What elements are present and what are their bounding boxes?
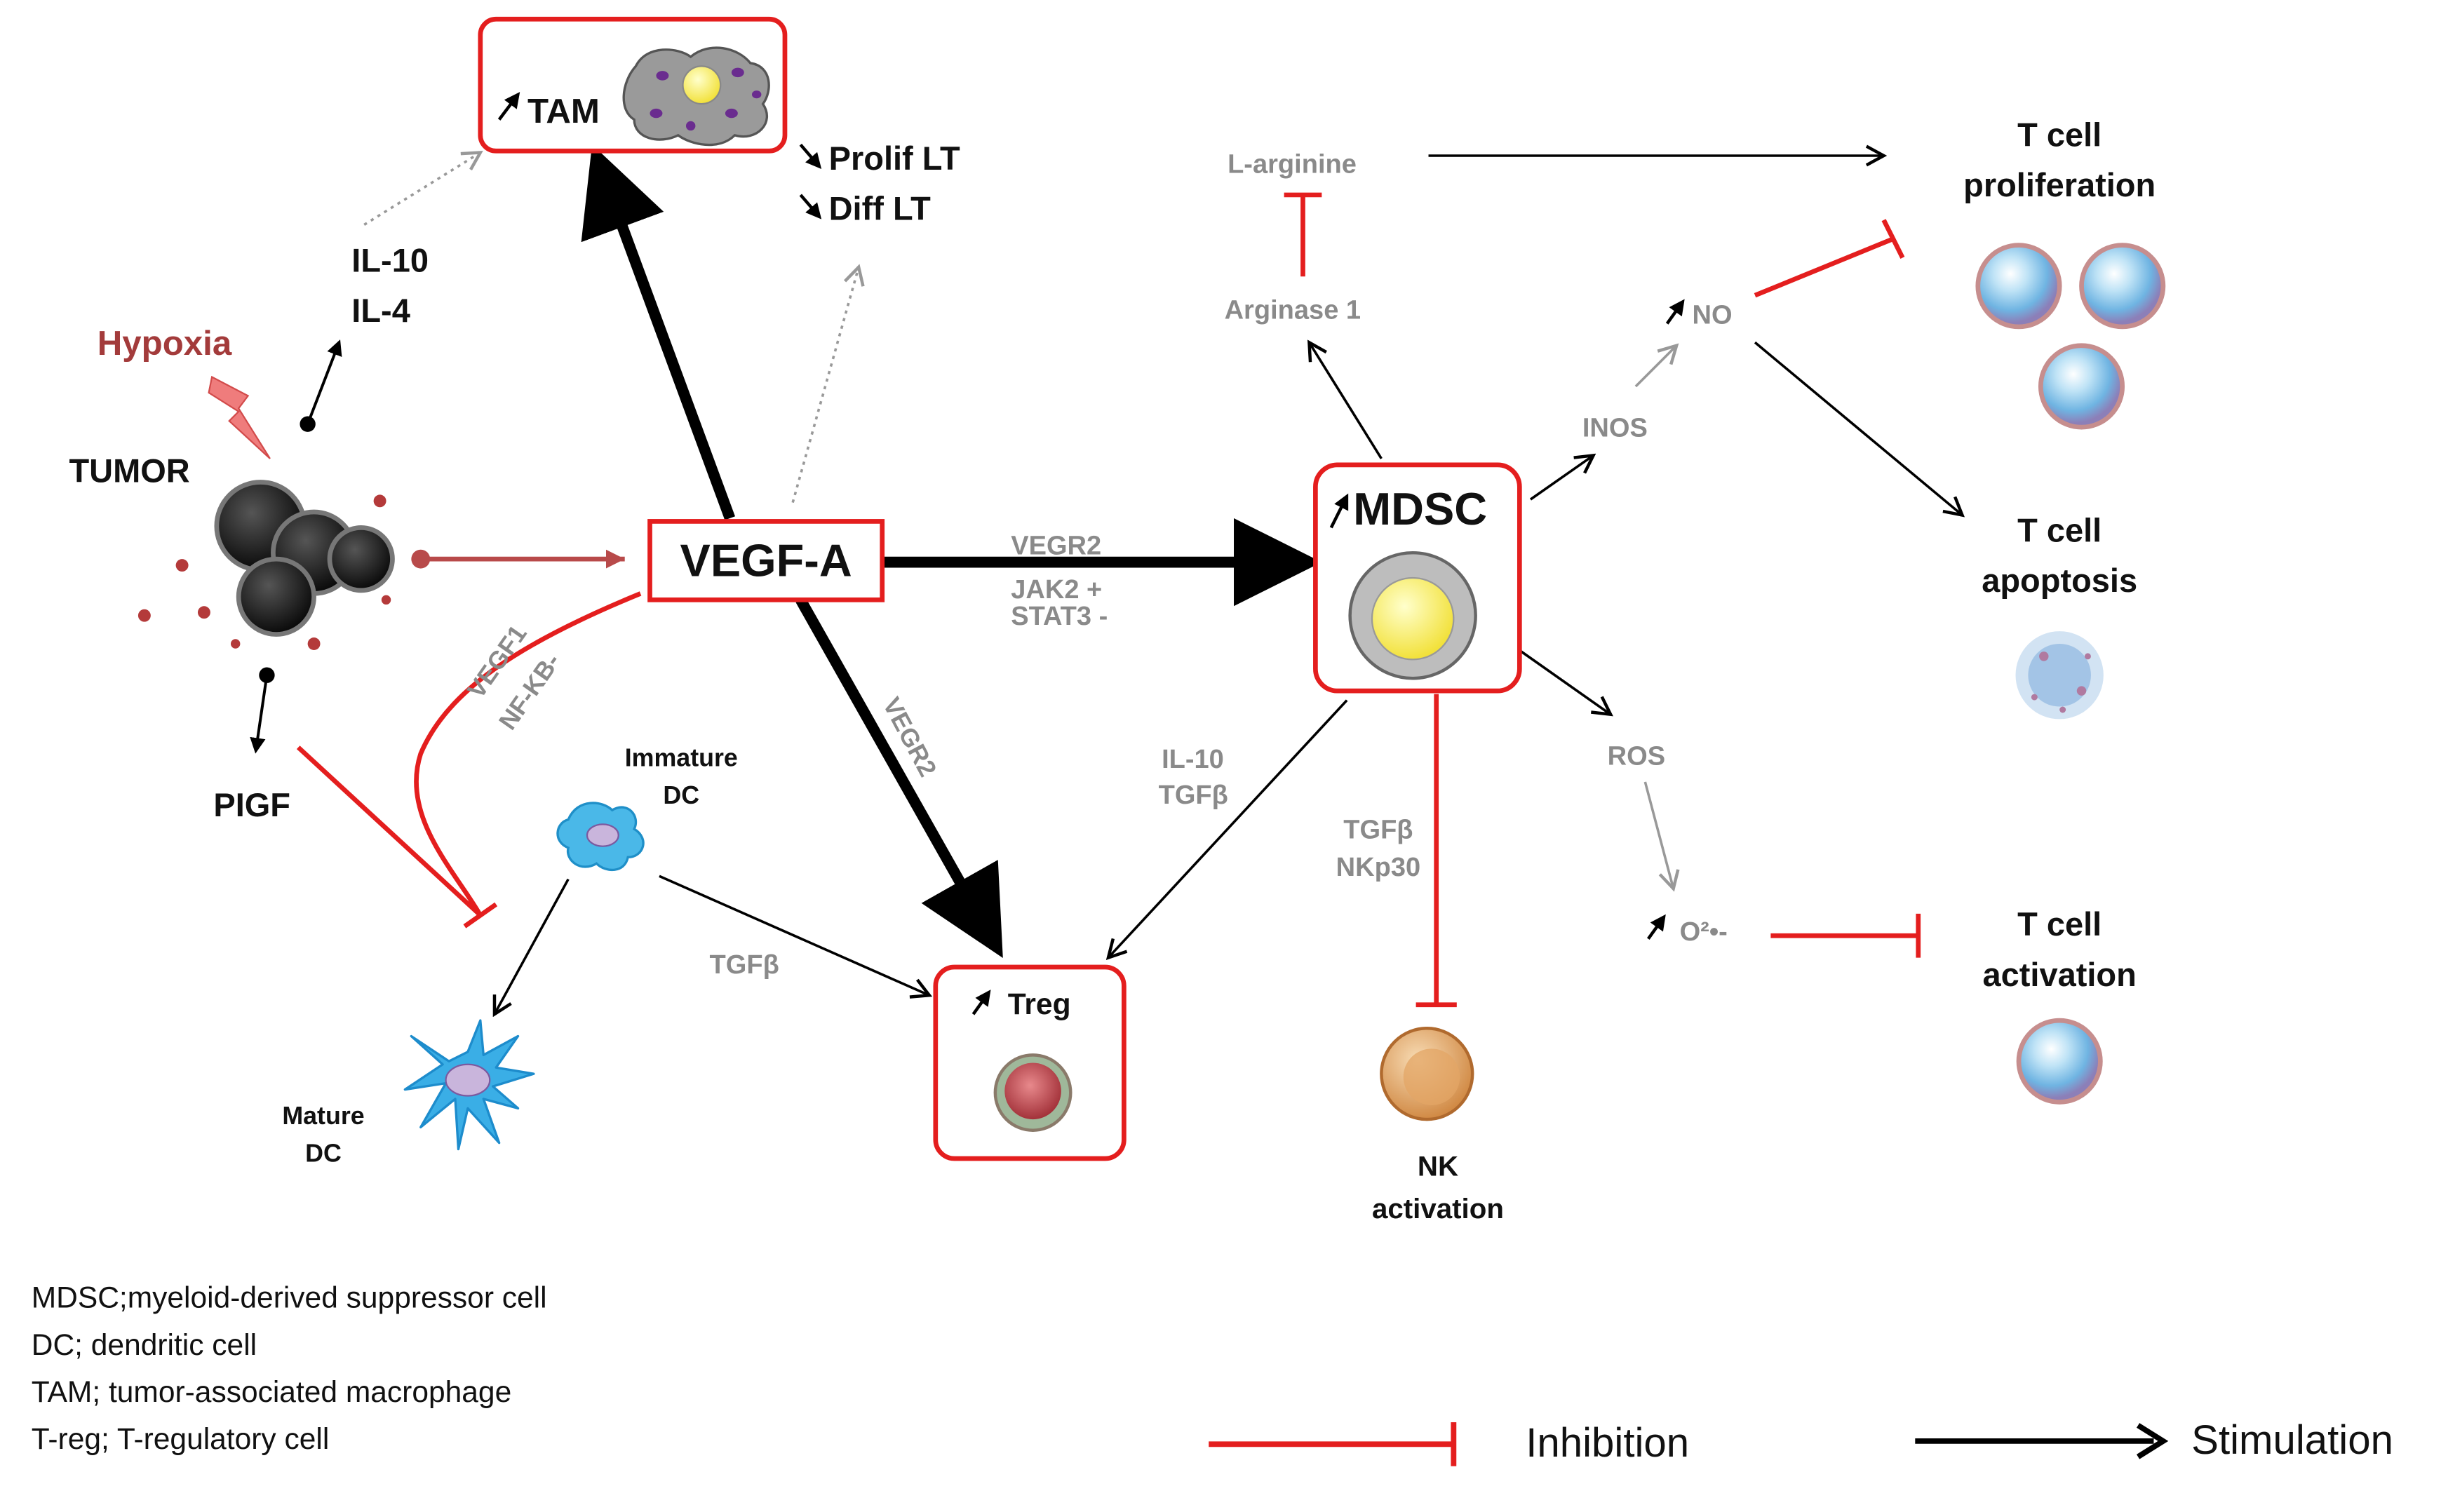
tgfb-treg-label: TGFβ (1159, 781, 1228, 810)
stat3-label: STAT3 - (1011, 602, 1108, 631)
decrease-arrow-icon (799, 143, 822, 220)
tumor-to-pigf-dot (259, 667, 275, 683)
treg-cell-icon (993, 1053, 1072, 1132)
idc-to-treg-arrow (659, 875, 929, 995)
vegr2-diag-label: VEGR2 (877, 693, 942, 781)
tgfb-dc-label: TGFβ (710, 950, 779, 980)
macrophage-icon (622, 46, 770, 147)
legend-inhibition-label: Inhibition (1526, 1420, 1689, 1466)
legend-stimulation-label: Stimulation (2191, 1417, 2393, 1463)
il4-label: IL-4 (351, 292, 410, 329)
dendritic-cell-icon (556, 802, 645, 872)
tumor-label: TUMOR (69, 452, 189, 489)
tcell-prolif-label-2: proliferation (1963, 166, 2156, 203)
nk-label-2: activation (1372, 1193, 1504, 1224)
immature-dc-label-1: Immature (625, 744, 738, 772)
apoptotic-cell-icon (2015, 631, 2104, 720)
immature-dc-label-2: DC (663, 781, 699, 809)
nk-label-1: NK (1418, 1151, 1458, 1182)
tcell-apop-label-1: T cell (2017, 512, 2102, 549)
no-inhibition (1754, 236, 1895, 298)
tcell-act-label-1: T cell (2017, 905, 2102, 943)
ros-to-o2-arrow (1643, 781, 1673, 889)
tumor-to-pigf-arrow (250, 675, 269, 754)
lightning-icon (208, 375, 271, 459)
idc-to-mdc-arrow (495, 878, 570, 1014)
vegfa-to-tam-arrow (581, 144, 735, 520)
vegr2-top-label: VEGR2 (1011, 531, 1101, 560)
diff-lt-label: Diff LT (829, 190, 932, 227)
pigf-label: PIGF (213, 786, 290, 823)
prolif-lt-label: Prolif LT (829, 140, 960, 177)
mdsc-cell-icon (1348, 551, 1477, 680)
inos-label: INOS (1582, 414, 1648, 443)
vegfa-to-treg-arrow (795, 597, 1003, 959)
mdsc-label: MDSC (1353, 483, 1487, 534)
tcell-apop-label-2: apoptosis (1982, 562, 2137, 599)
mdsc-to-inos-arrow (1529, 455, 1594, 501)
t-cell-icon (1975, 243, 2166, 430)
mature-dendritic-cell-icon (403, 1019, 535, 1151)
vegfa-label: VEGF-A (680, 535, 852, 586)
legend-stimulation-head (2137, 1423, 2169, 1459)
tumor-to-il10-dot (300, 416, 316, 432)
tcell-prolif-label-1: T cell (2017, 116, 2102, 154)
tcell-act-label-2: activation (1983, 956, 2137, 993)
il10-label: IL-10 (351, 242, 429, 279)
increase-arrow-icon (497, 92, 1685, 1015)
l-arginine-label: L-arginine (1228, 150, 1357, 180)
glossary-item: DC; dendritic cell (32, 1329, 257, 1362)
ros-label: ROS (1608, 741, 1665, 771)
nkp30-label: NKp30 (1336, 853, 1420, 882)
tumor-to-il10-arrow (306, 339, 342, 425)
tumor-cluster-icon (137, 480, 395, 650)
glossary-item: MDSC;myeloid-derived suppressor cell (32, 1282, 547, 1315)
arginase-label: Arginase 1 (1225, 296, 1361, 325)
treg-label: Treg (1008, 988, 1071, 1021)
mdsc-to-arginase-arrow (1309, 342, 1383, 459)
il10-treg-label: IL-10 (1162, 745, 1224, 774)
glossary-item: T-reg; T-regulatory cell (32, 1423, 330, 1456)
tgfb-nk-label: TGFβ (1343, 815, 1413, 844)
tam-label: TAM (527, 92, 600, 130)
pigf-inhibition (296, 745, 480, 916)
jak2-label: JAK2 + (1011, 575, 1102, 605)
inos-to-no-arrow (1634, 346, 1676, 388)
superoxide-label: O²•- (1680, 917, 1728, 947)
mature-dc-label-1: Mature (282, 1102, 364, 1130)
nk-cell-icon (1380, 1027, 1474, 1121)
glossary: MDSC;myeloid-derived suppressor cell DC;… (32, 1282, 547, 1456)
vegfa-box (647, 519, 885, 602)
il10-to-tam-dotted (363, 153, 480, 226)
no-label: NO (1693, 300, 1733, 330)
no-inhibition-bar (1881, 219, 1905, 259)
mature-dc-label-2: DC (305, 1140, 342, 1168)
tumor-to-vegfa-dot (411, 549, 431, 569)
legend: Inhibition Stimulation (1209, 1417, 2393, 1466)
t-cell-activation-icon (2016, 1018, 2103, 1105)
dc-inhibition-bar (463, 902, 498, 929)
hypoxia-label: Hypoxia (97, 324, 232, 363)
no-to-apoptosis-arrow (1754, 341, 1962, 515)
vegfa-to-lt-dotted (791, 267, 859, 504)
glossary-item: TAM; tumor-associated macrophage (32, 1376, 511, 1409)
vegfa-inhibition-curve (414, 591, 642, 917)
mdsc-to-treg-arrow (1108, 699, 1348, 958)
